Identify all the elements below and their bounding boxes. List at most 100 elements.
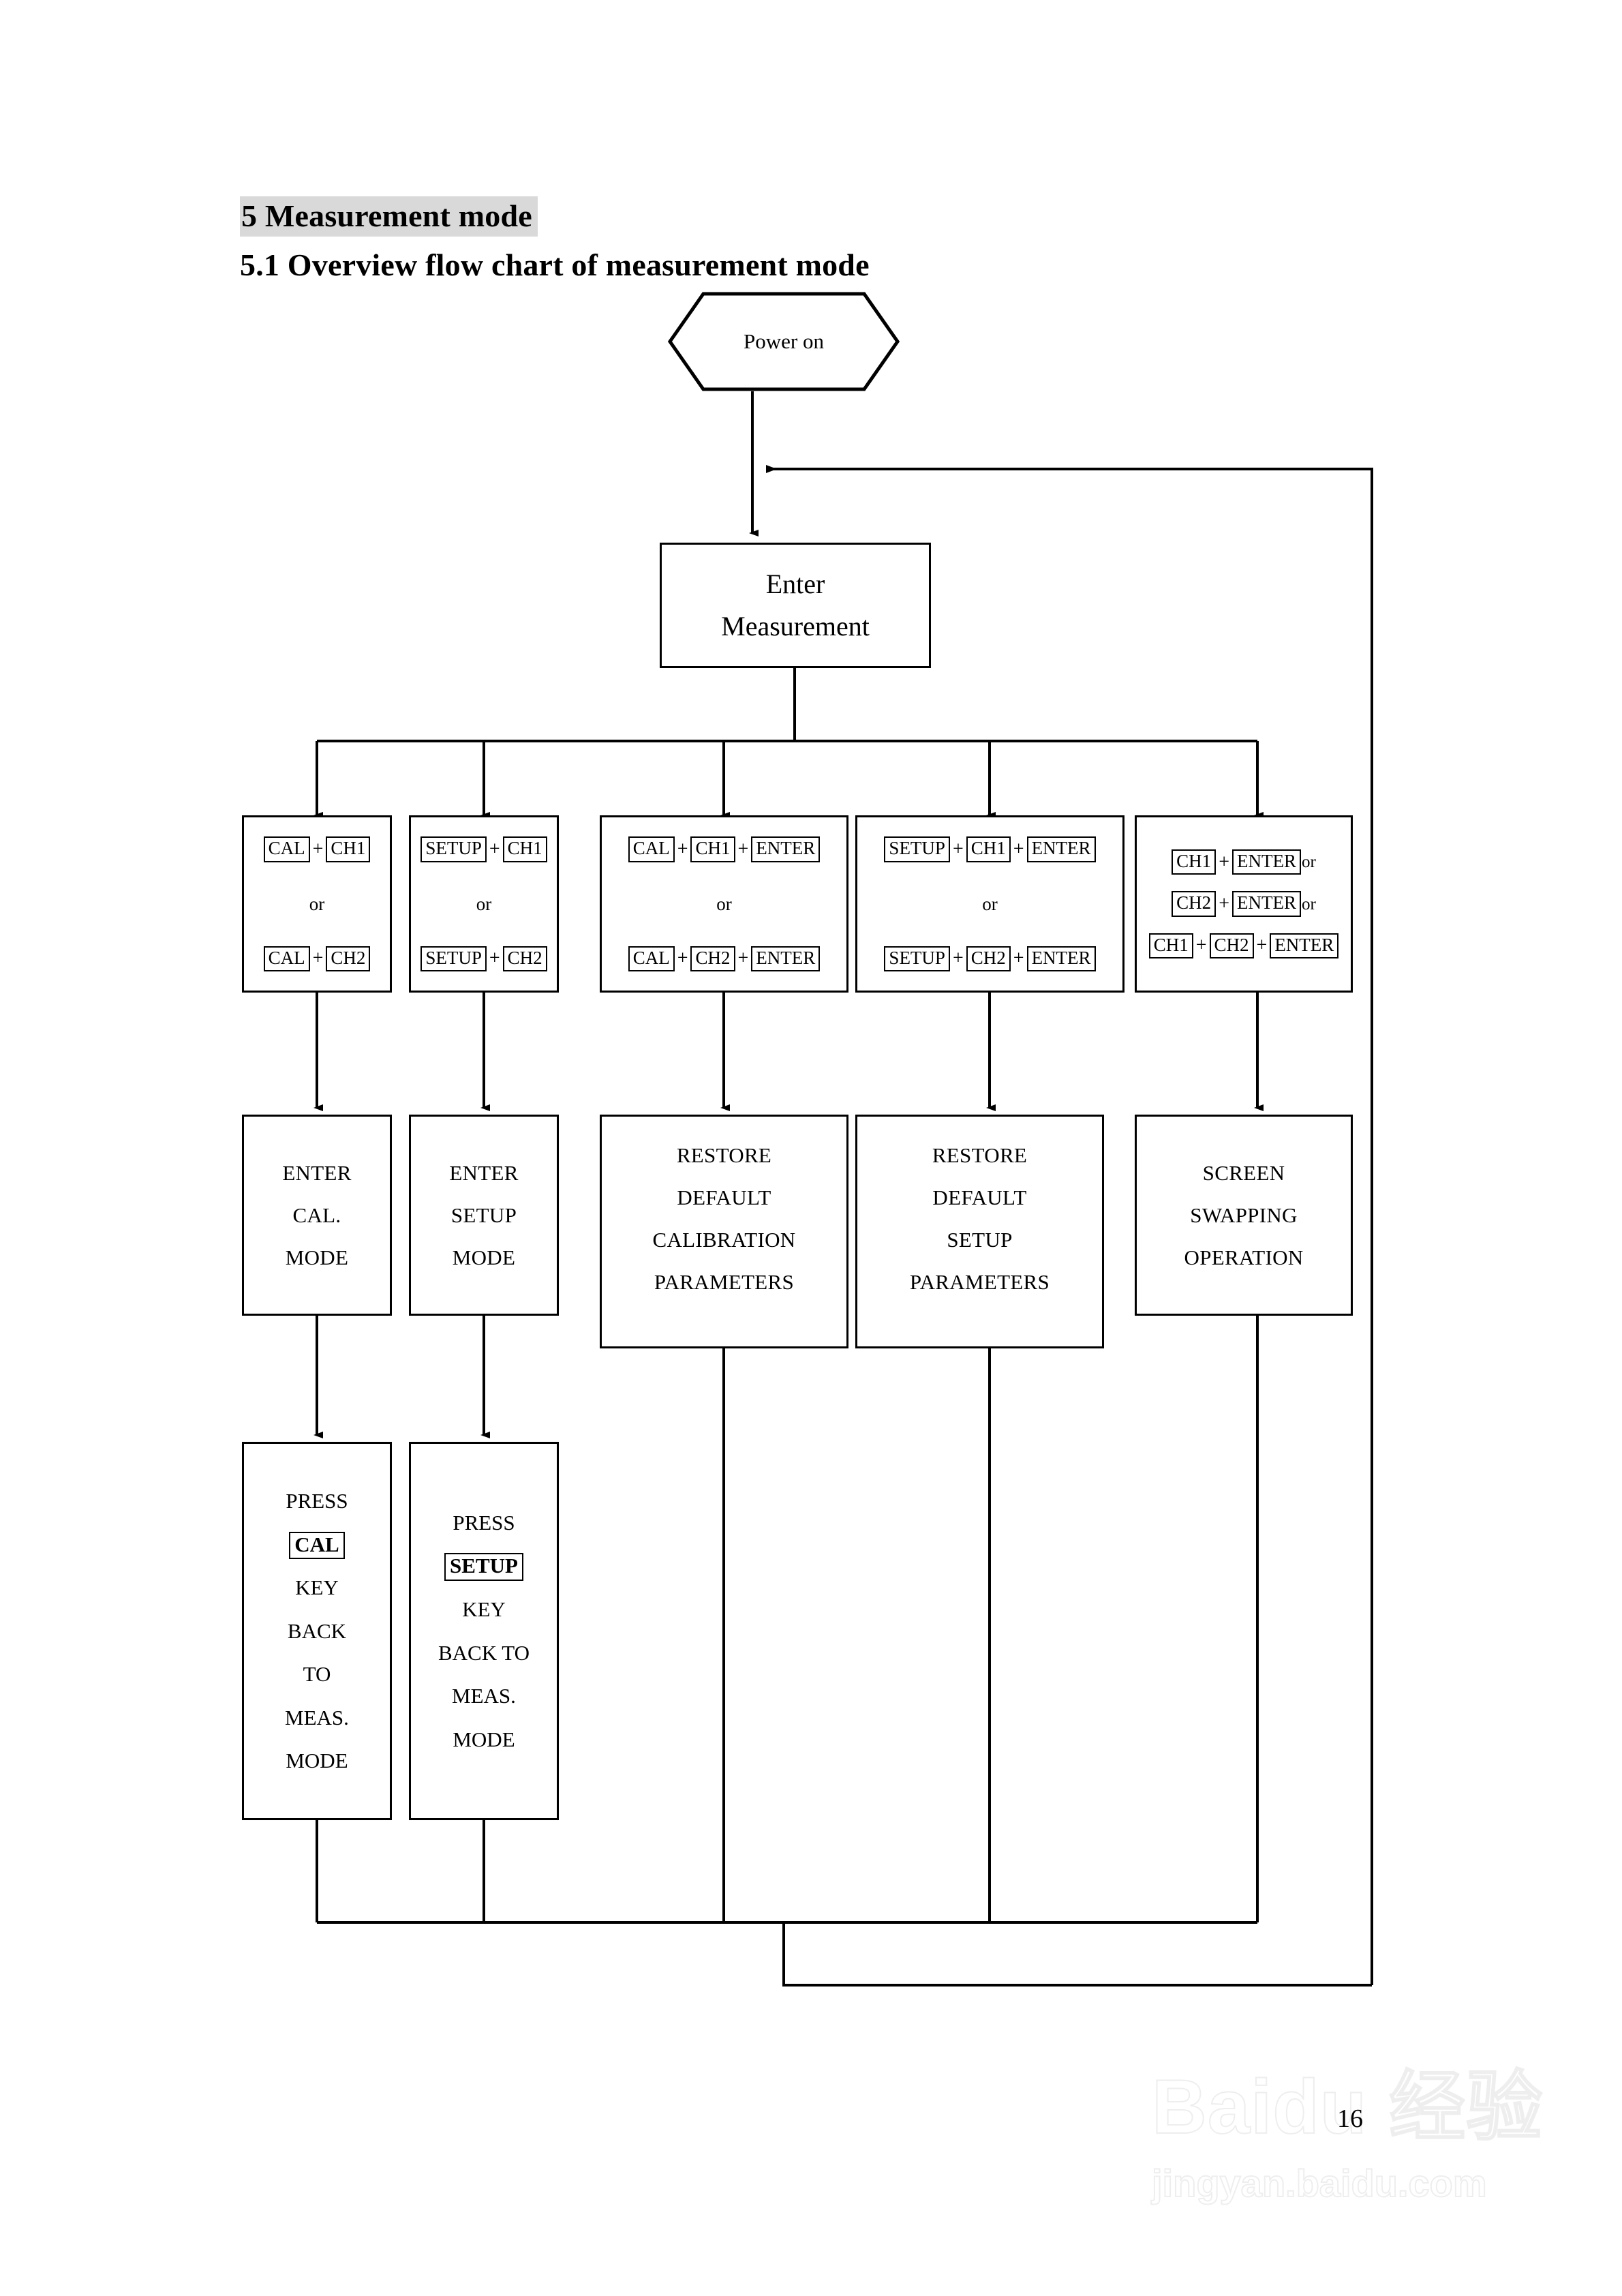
- key-cap: CH2: [690, 946, 735, 971]
- result-line: SCREEN: [1202, 1160, 1285, 1185]
- result-box-5: SCREEN SWAPPING OPERATION: [1135, 1115, 1353, 1316]
- result-box-3: RESTORE DEFAULT CALIBRATION PARAMETERS: [600, 1115, 848, 1348]
- plus-operator: +: [1195, 935, 1207, 956]
- plus-operator: +: [1219, 851, 1229, 873]
- result-line: MODE: [452, 1245, 516, 1269]
- key-cap: CAL: [263, 946, 310, 971]
- plus-operator: +: [737, 948, 749, 969]
- press-line: MEAS.: [452, 1684, 516, 1708]
- result-line: CAL.: [292, 1203, 341, 1227]
- key-cap: SETUP: [884, 946, 950, 971]
- key-cap: ENTER: [1026, 836, 1096, 862]
- key-cap: ENTER: [1231, 891, 1301, 917]
- start-terminator-label: Power on: [744, 329, 824, 353]
- press-line: BACK TO: [438, 1640, 530, 1665]
- result-line: SETUP: [947, 1228, 1013, 1252]
- result-line: OPERATION: [1184, 1245, 1304, 1269]
- plus-operator: +: [489, 838, 500, 860]
- key-cap: ENTER: [751, 946, 821, 971]
- key-cap: CAL: [628, 946, 675, 971]
- press-line: KEY: [295, 1575, 339, 1600]
- plus-operator: +: [737, 838, 749, 860]
- press-line: PRESS: [453, 1510, 515, 1535]
- result-line: SWAPPING: [1190, 1203, 1298, 1227]
- or-separator: or: [982, 893, 998, 914]
- result-line: ENTER: [282, 1160, 352, 1185]
- key-cap: SETUP: [884, 836, 950, 862]
- key-cap: ENTER: [751, 836, 821, 862]
- key-cap: CH1: [326, 836, 371, 862]
- or-separator: or: [476, 893, 492, 914]
- key-cap: ENTER: [1231, 849, 1301, 875]
- plus-operator: +: [952, 948, 964, 969]
- result-line: PARAMETERS: [909, 1270, 1050, 1294]
- press-cal-box: PRESS CAL KEY BACK TO MEAS. MODE: [242, 1442, 392, 1820]
- result-line: PARAMETERS: [654, 1270, 795, 1294]
- key-cap: SETUP: [420, 836, 487, 862]
- key-cap: CH2: [502, 946, 547, 971]
- key-cap: CH1: [1148, 933, 1193, 958]
- press-line: KEY: [462, 1597, 506, 1621]
- key-combo-box-3: CAL + CH1 + ENTER or CAL + CH2 + ENTER: [600, 815, 848, 993]
- key-combo-box-2: SETUP + CH1 or SETUP + CH2: [409, 815, 559, 993]
- result-line: ENTER: [449, 1160, 519, 1185]
- plus-operator: +: [1256, 935, 1268, 956]
- plus-operator: +: [952, 838, 964, 860]
- enter-measurement-box: Enter Measurement: [660, 543, 931, 668]
- plus-operator: +: [1013, 948, 1024, 969]
- key-cap: ENTER: [1270, 933, 1339, 958]
- or-separator: or: [716, 893, 732, 914]
- page-title: 5 Measurement mode: [240, 196, 538, 237]
- key-cap: SETUP: [420, 946, 487, 971]
- result-box-1: ENTER CAL. MODE: [242, 1115, 392, 1316]
- key-cap: CH1: [966, 836, 1011, 862]
- key-cap: CH2: [326, 946, 371, 971]
- plus-operator: +: [677, 838, 688, 860]
- key-combo-box-5: CH1 + ENTER or CH2 + ENTER or CH1 + CH2 …: [1135, 815, 1353, 993]
- key-cap: CH1: [690, 836, 735, 862]
- press-line: PRESS: [286, 1489, 348, 1513]
- or-suffix: or: [1301, 853, 1316, 872]
- enter-measurement-line2: Measurement: [721, 611, 870, 641]
- or-separator: or: [309, 893, 325, 914]
- section-subtitle: 5.1 Overview flow chart of measurement m…: [240, 247, 870, 282]
- press-line: MODE: [453, 1727, 515, 1751]
- result-line: DEFAULT: [932, 1185, 1027, 1209]
- result-line: CALIBRATION: [652, 1228, 796, 1252]
- plus-operator: +: [312, 838, 324, 860]
- result-line: SETUP: [450, 1203, 517, 1227]
- plus-operator: +: [1219, 893, 1229, 914]
- result-line: RESTORE: [932, 1143, 1028, 1167]
- press-line: MODE: [286, 1749, 348, 1773]
- key-cap: CAL: [263, 836, 310, 862]
- press-line: BACK: [287, 1618, 347, 1643]
- key-cap: CH2: [966, 946, 1011, 971]
- page-number: 16: [1337, 2104, 1363, 2133]
- key-cap-cal: CAL: [289, 1531, 345, 1560]
- press-setup-box: PRESS SETUP KEY BACK TO MEAS. MODE: [409, 1442, 559, 1820]
- plus-operator: +: [312, 948, 324, 969]
- result-box-2: ENTER SETUP MODE: [409, 1115, 559, 1316]
- key-cap-setup: SETUP: [444, 1553, 523, 1582]
- plus-operator: +: [489, 948, 500, 969]
- result-line: RESTORE: [676, 1143, 772, 1167]
- key-cap: CH2: [1172, 891, 1216, 917]
- plus-operator: +: [1013, 838, 1024, 860]
- or-suffix: or: [1301, 894, 1316, 913]
- press-line: TO: [303, 1662, 331, 1687]
- press-line: MEAS.: [285, 1705, 349, 1729]
- key-combo-box-4: SETUP + CH1 + ENTER or SETUP + CH2 + ENT…: [855, 815, 1124, 993]
- key-cap: CAL: [628, 836, 675, 862]
- result-line: DEFAULT: [677, 1185, 771, 1209]
- result-box-4: RESTORE DEFAULT SETUP PARAMETERS: [855, 1115, 1104, 1348]
- key-cap: CH2: [1209, 933, 1254, 958]
- key-cap: CH1: [502, 836, 547, 862]
- start-terminator: Power on: [667, 292, 900, 391]
- result-line: MODE: [285, 1245, 349, 1269]
- plus-operator: +: [677, 948, 688, 969]
- key-cap: CH1: [1172, 849, 1216, 875]
- enter-measurement-line1: Enter: [765, 569, 825, 599]
- key-combo-box-1: CAL + CH1 or CAL + CH2: [242, 815, 392, 993]
